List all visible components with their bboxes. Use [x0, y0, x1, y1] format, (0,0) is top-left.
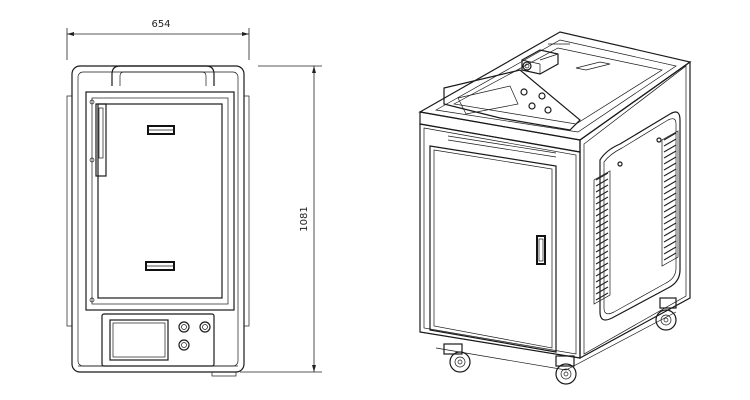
front-view: 654 1081 — [66, 19, 322, 377]
isometric-view — [418, 31, 692, 385]
caster-rear-right — [655, 297, 677, 331]
width-dimension: 654 — [66, 19, 250, 60]
caster-front-left — [443, 343, 471, 373]
caster-front-right — [555, 355, 577, 385]
side-vent-right — [661, 130, 679, 267]
side-vent-left — [593, 170, 611, 305]
height-dimension: 1081 — [240, 65, 322, 373]
height-dimension-label: 1081 — [299, 206, 310, 231]
width-dimension-label: 654 — [151, 19, 170, 30]
